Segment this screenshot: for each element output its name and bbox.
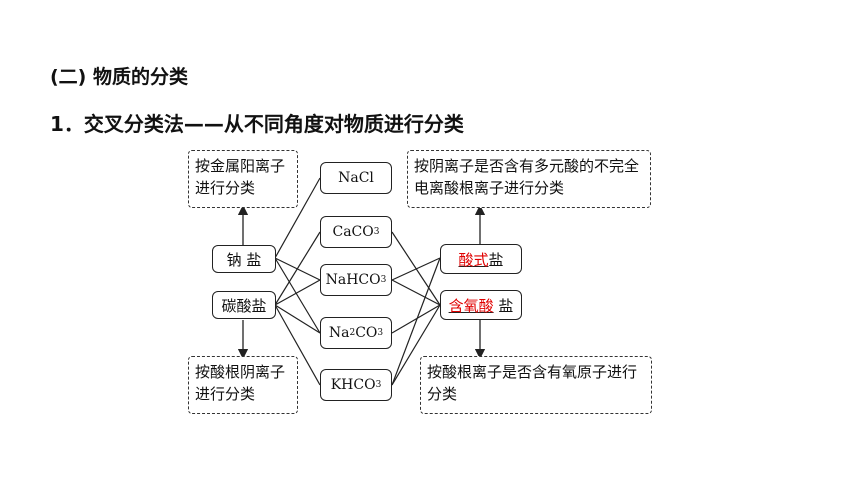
method-heading: 1．交叉分类法——从不同角度对物质进行分类 bbox=[50, 112, 464, 136]
category-sodium-salt-label: 钠 盐 bbox=[226, 250, 262, 269]
substance-na2co3-s1: 2 bbox=[349, 328, 356, 338]
link-khco3-acidsalt bbox=[391, 257, 441, 386]
substance-na2co3-p1: Na bbox=[328, 325, 350, 341]
link-nahco3-oxysalt bbox=[391, 279, 441, 306]
note-metal-cation-text: 按金属阳离子进行分类 bbox=[195, 157, 286, 197]
oxy-salt-blank: 含氧酸 bbox=[449, 295, 494, 316]
acid-salt-suffix: 盐 bbox=[488, 250, 504, 269]
note-oxygen-acid-text: 按酸根离子是否含有氧原子进行分类 bbox=[427, 363, 638, 403]
section-heading: (二) 物质的分类 bbox=[50, 66, 188, 88]
link-sodium-na2co3 bbox=[274, 257, 321, 334]
note-metal-cation: 按金属阳离子进行分类 bbox=[188, 150, 298, 208]
note-anion-acid-salt-text: 按阴离子是否含有多元酸的不完全电离酸根离子进行分类 bbox=[414, 157, 640, 197]
link-caco3-oxysalt bbox=[391, 231, 441, 306]
substance-khco3-sub: 3 bbox=[375, 380, 382, 390]
note-acid-anion: 按酸根阴离子进行分类 bbox=[188, 356, 298, 414]
acid-salt-blank: 酸式 bbox=[458, 249, 488, 270]
note-oxygen-acid: 按酸根离子是否含有氧原子进行分类 bbox=[420, 356, 652, 414]
category-acid-salt: 酸式盐 bbox=[440, 244, 522, 274]
category-sodium-salt: 钠 盐 bbox=[212, 245, 276, 273]
category-oxy-salt: 含氧酸 盐 bbox=[440, 290, 522, 320]
link-khco3-oxysalt bbox=[391, 304, 441, 386]
oxy-salt-suffix: 盐 bbox=[493, 296, 514, 315]
substance-nahco3-sub: 3 bbox=[380, 275, 387, 285]
link-sodium-nacl bbox=[274, 177, 321, 259]
substance-caco3-base: CaCO bbox=[332, 224, 374, 240]
oxy-salt-answer: 含氧酸 bbox=[448, 296, 494, 315]
link-carbonate-caco3 bbox=[274, 231, 321, 306]
note-anion-acid-salt: 按阴离子是否含有多元酸的不完全电离酸根离子进行分类 bbox=[407, 150, 651, 208]
substance-nahco3-base: NaHCO bbox=[325, 272, 381, 288]
category-carbonate: 碳酸盐 bbox=[212, 291, 276, 319]
substance-khco3-base: KHCO bbox=[330, 377, 376, 393]
note-acid-anion-text: 按酸根阴离子进行分类 bbox=[195, 363, 286, 403]
substance-na2co3-s2: 3 bbox=[377, 328, 384, 338]
link-carbonate-nahco3 bbox=[274, 279, 321, 306]
substance-caco3-sub: 3 bbox=[373, 227, 380, 237]
link-na2co3-oxysalt bbox=[391, 304, 441, 334]
link-carbonate-khco3 bbox=[274, 304, 321, 386]
substance-nacl: NaCl bbox=[320, 162, 392, 194]
category-carbonate-label: 碳酸盐 bbox=[221, 296, 267, 315]
link-carbonate-na2co3 bbox=[274, 304, 321, 334]
acid-salt-answer: 酸式 bbox=[458, 250, 489, 269]
substance-nacl-formula: NaCl bbox=[338, 170, 374, 186]
substance-na2co3-p2: CO bbox=[355, 325, 378, 341]
